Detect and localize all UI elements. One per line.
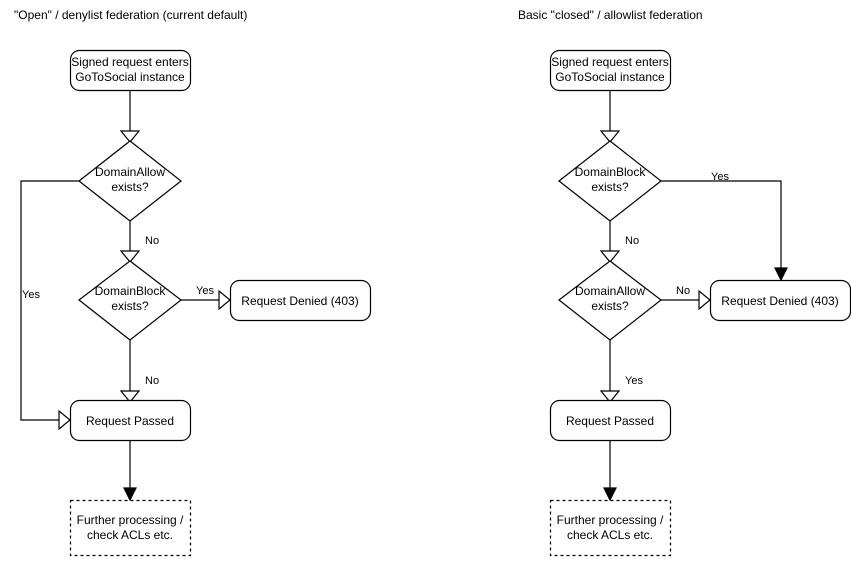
node-label-line1: DomainBlock bbox=[575, 165, 647, 179]
node-further-processing-left[interactable]: Further processing / check ACLs etc. bbox=[69, 499, 192, 557]
node-label-line1: Signed request enters bbox=[71, 55, 188, 69]
node-request-denied-right[interactable]: Request Denied (403) bbox=[709, 279, 851, 322]
node-label-line2: exists? bbox=[591, 180, 629, 194]
node-decision-domainblock-left[interactable]: DomainBlock exists? bbox=[78, 260, 182, 341]
edge-label-domainblock-no: No bbox=[625, 235, 639, 247]
edge-domainallow-yes-to-passed-left: Yes bbox=[20, 180, 79, 431]
edge-domainblock-yes-to-denied-right: Yes bbox=[661, 171, 788, 282]
diagram-title-open-denylist: "Open" / denylist federation (current de… bbox=[14, 8, 247, 22]
node-signed-request-enters-right[interactable]: Signed request enters GoToSocial instanc… bbox=[549, 49, 672, 92]
node-request-passed-right[interactable]: Request Passed bbox=[549, 399, 672, 442]
edge-domainallow-yes-to-passed-right: Yes bbox=[599, 340, 643, 403]
node-shape-dashed-rect bbox=[549, 499, 672, 557]
node-label-request-denied: Request Denied (403) bbox=[721, 294, 838, 308]
diagram-open-denylist: "Open" / denylist federation (current de… bbox=[14, 8, 372, 557]
edge-domainallow-no-to-domainblock-left: No bbox=[119, 221, 159, 263]
node-label-line2: check ACLs etc. bbox=[567, 528, 653, 542]
edge-label-domainallow-yes: Yes bbox=[22, 289, 40, 301]
node-decision-domainallow-left[interactable]: DomainAllow exists? bbox=[78, 140, 182, 222]
node-request-passed-left[interactable]: Request Passed bbox=[69, 399, 192, 442]
node-shape-rounded bbox=[229, 279, 372, 322]
node-signed-request-enters-left[interactable]: Signed request enters GoToSocial instanc… bbox=[69, 49, 192, 92]
edge-domainblock-yes-to-denied-left: Yes bbox=[181, 285, 231, 311]
edge-passed-to-further-right bbox=[603, 440, 617, 502]
node-label-line1: Signed request enters bbox=[551, 55, 668, 69]
node-label-line2: exists? bbox=[111, 299, 149, 313]
node-label-line2: exists? bbox=[111, 180, 149, 194]
node-further-processing-right[interactable]: Further processing / check ACLs etc. bbox=[549, 499, 672, 557]
edge-domainblock-no-to-domainallow-right: No bbox=[599, 221, 639, 263]
node-request-denied-left[interactable]: Request Denied (403) bbox=[229, 279, 372, 322]
diagram-closed-allowlist: Basic "closed" / allowlist federation Si… bbox=[518, 8, 851, 557]
node-label-line2: check ACLs etc. bbox=[87, 528, 173, 542]
node-decision-domainblock-right[interactable]: DomainBlock exists? bbox=[558, 140, 662, 222]
node-label-line1: Further processing / bbox=[557, 513, 664, 527]
node-label-line1: Further processing / bbox=[77, 513, 184, 527]
node-shape-dashed-rect bbox=[69, 499, 192, 557]
edge-start-to-domainblock-right bbox=[599, 90, 621, 143]
node-label-line1: DomainAllow bbox=[95, 165, 165, 179]
edge-label-domainallow-no: No bbox=[145, 235, 159, 247]
edge-start-to-domainallow-left bbox=[119, 90, 141, 143]
node-label-line2: exists? bbox=[591, 299, 629, 313]
edge-passed-to-further-left bbox=[123, 440, 137, 502]
edge-label-domainblock-yes: Yes bbox=[711, 171, 729, 183]
edge-domainblock-no-to-passed-left: No bbox=[119, 340, 159, 403]
node-label-line2: GoToSocial instance bbox=[75, 70, 185, 84]
edge-label-domainblock-yes: Yes bbox=[196, 285, 214, 297]
edge-domainallow-no-to-denied-right: No bbox=[661, 285, 711, 311]
node-label-request-passed: Request Passed bbox=[86, 414, 174, 428]
edge-label-domainblock-no: No bbox=[145, 375, 159, 387]
diagram-title-closed-allowlist: Basic "closed" / allowlist federation bbox=[518, 8, 703, 22]
node-label-line2: GoToSocial instance bbox=[555, 70, 665, 84]
node-decision-domainallow-right[interactable]: DomainAllow exists? bbox=[558, 260, 662, 341]
edge-label-domainallow-no: No bbox=[676, 285, 690, 297]
node-label-request-passed: Request Passed bbox=[566, 414, 654, 428]
node-label-line1: DomainAllow bbox=[575, 284, 645, 298]
node-label-line1: DomainBlock bbox=[95, 284, 167, 298]
node-label-request-denied: Request Denied (403) bbox=[241, 294, 358, 308]
edge-label-domainallow-yes: Yes bbox=[625, 375, 643, 387]
